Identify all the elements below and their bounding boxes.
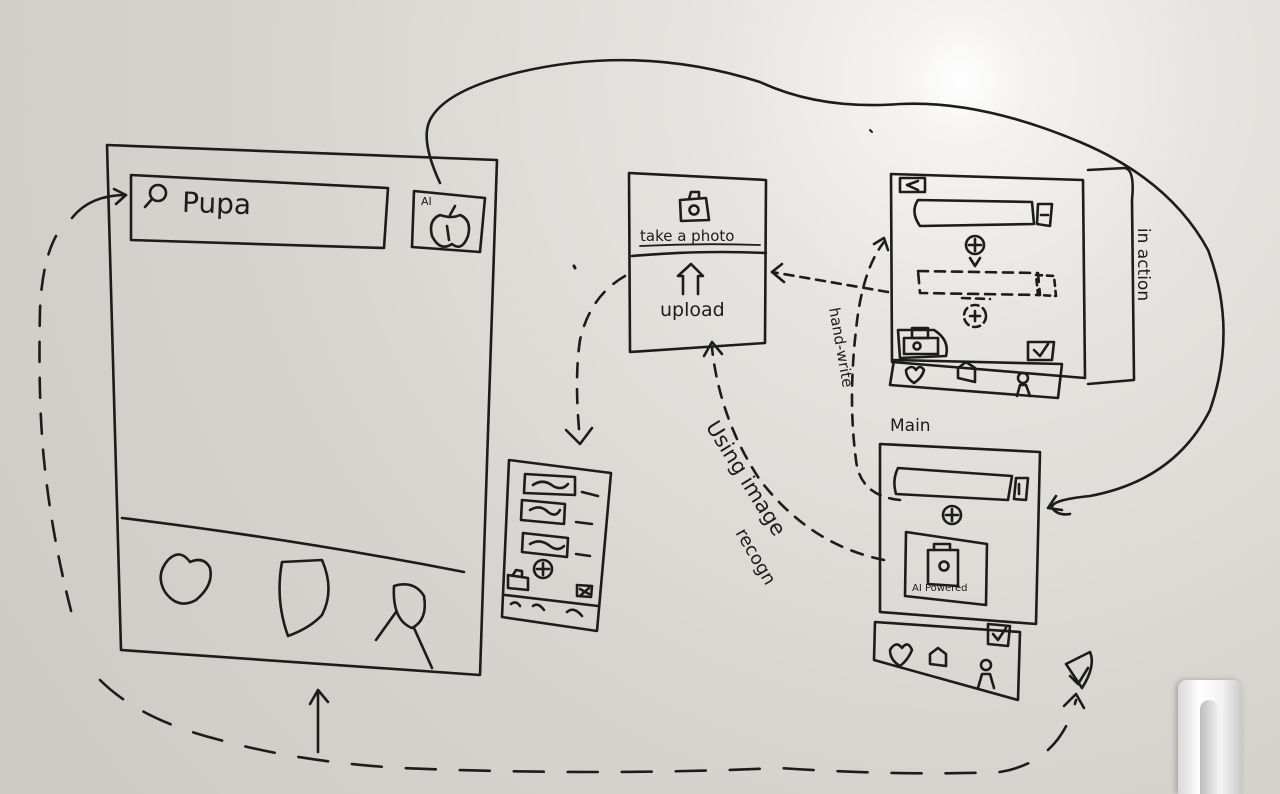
user-icon	[374, 583, 434, 670]
main-screen-label: Main	[890, 416, 931, 436]
large-phone-frame	[105, 143, 499, 677]
upload-arrow-icon	[676, 262, 705, 296]
main-phone-frame	[872, 442, 1042, 702]
apple-icon	[429, 204, 471, 248]
ai-badge-text: AI	[421, 195, 432, 208]
heart-icon	[159, 553, 212, 605]
in-action-label: in action	[1133, 227, 1154, 302]
upload-label: upload	[660, 299, 725, 321]
home-icon	[278, 558, 330, 638]
search-bar	[129, 173, 390, 250]
search-text: Pupa	[181, 185, 252, 222]
camera-icon	[678, 190, 711, 223]
ai-powered-label: AI Powered	[912, 583, 968, 594]
action-phone-frame	[888, 172, 1087, 400]
whiteboard-handle-groove	[1200, 700, 1218, 794]
search-icon	[143, 183, 168, 209]
take-photo-label: take a photo	[640, 227, 735, 245]
photo-options-card	[627, 171, 768, 354]
ai-button	[410, 189, 487, 254]
list-screen-frame	[500, 458, 613, 633]
